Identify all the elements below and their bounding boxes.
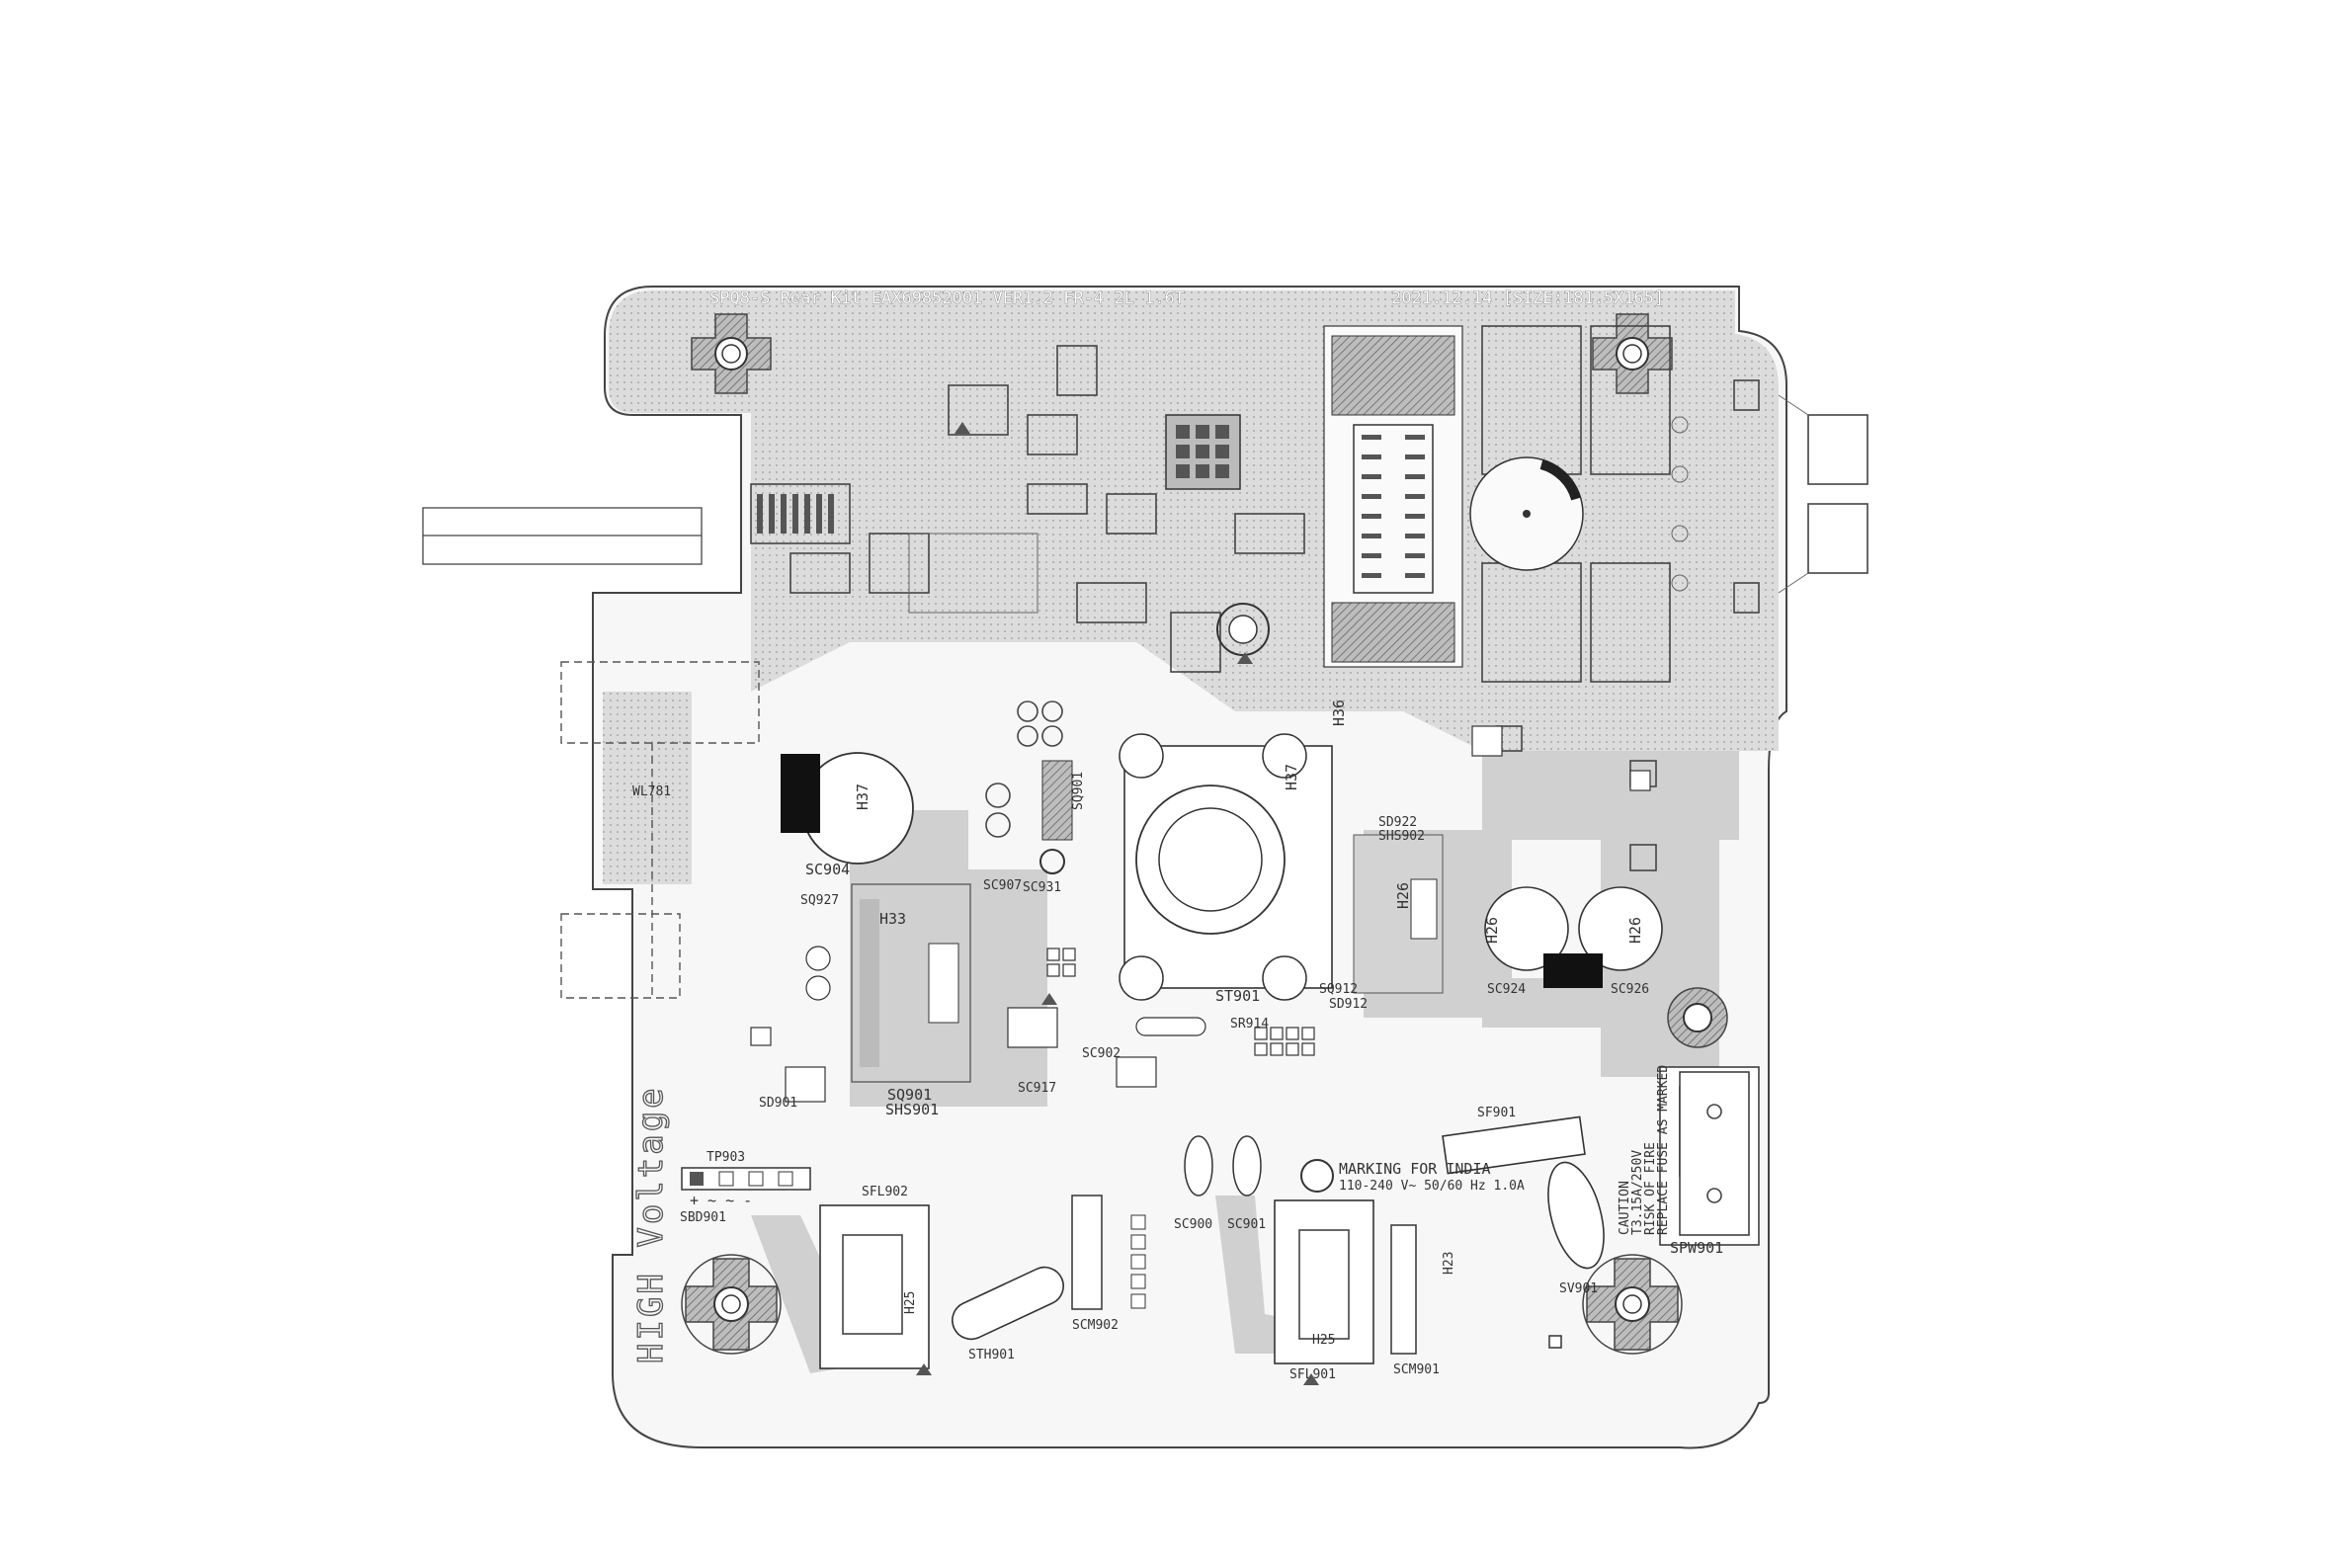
label-sc924: SC924 [1487,982,1526,997]
varistor-sv901: SV901 [1547,1161,1605,1296]
caution-fuse-rating: T3.15A/250V [1630,1150,1645,1235]
capacitor-sc904: H37 SC904 [781,752,914,878]
label-sc902: SC902 [1082,1046,1121,1061]
label-shs901: SHS901 [885,1101,939,1118]
label-sf901: SF901 [1477,1106,1516,1120]
label-h26b: H26 [1483,917,1501,944]
header-board-id: SPQ8-S Rear Kit EAX69852001 VER1.2 FR-4 … [709,289,1185,308]
line-filter-sfl901: H25 SFL901 [1274,1199,1374,1382]
label-sc900: SC900 [1174,1217,1212,1232]
label-sbd901-pins: + ~ ~ - [690,1192,752,1209]
label-st901: ST901 [1215,987,1260,1005]
label-h33: H33 [879,910,906,928]
label-scm901: SCM901 [1393,1362,1440,1377]
caution-risk: RISK OF FIRE [1643,1142,1658,1235]
line-filter-sfl902: SFL902 H25 [819,1185,930,1369]
label-sbd901: SBD901 [680,1210,726,1225]
left-dotted-strip [603,692,692,884]
label-h26a: H26 [1394,882,1412,909]
digital-ground-pour [609,290,1779,751]
label-sc931: SC931 [1023,880,1061,895]
header-board-date-size: 2021.12.14 [SIZE:181.5X165] [1391,289,1664,308]
bobbin-sq901: SQ901 [985,701,1086,874]
label-sq927: SQ927 [800,893,839,908]
label-sfl902: SFL902 [862,1185,908,1199]
label-spw901: SPW901 [1670,1239,1723,1257]
warning-triangles [916,422,1319,1385]
label-tp903: TP903 [706,1150,745,1165]
label-sr914: SR914 [1230,1017,1269,1032]
audio-amp-module [1323,325,1671,683]
label-sq912: SQ912 [1319,982,1358,997]
cutout-outline-upper [560,661,760,744]
label-h36: H36 [1330,700,1348,726]
label-sq901: SQ901 [887,1086,932,1104]
label-shs902: SHS902 [1378,829,1425,844]
label-sv901: SV901 [1559,1281,1598,1296]
label-scm902: SCM902 [1072,1318,1119,1333]
label-h23: H23 [1442,1252,1456,1275]
heatsink-shs901: H33 SQ901 SHS901 [851,883,971,1118]
capacitors-sc924-sc926: H26 H26 SC924 SC926 [1483,886,1663,997]
right-edge-jacks [1671,379,1868,614]
ic-cluster-top [869,345,1305,673]
caution-replace: REPLACE FUSE AS MARKED [1656,1065,1671,1235]
heatsink-shs902: SD922 SHS902 H26 [1353,815,1444,994]
thermistor-sth901: STH901 [952,1266,1064,1362]
mounting-hole-right-mid [1667,987,1728,1048]
label-sfl901: SFL901 [1289,1367,1336,1382]
label-sc904: SC904 [805,861,850,878]
label-sc926: SC926 [1611,982,1649,997]
label-h26c: H26 [1626,917,1644,944]
transformer-st901: H37 ST901 [1119,733,1333,1005]
capacitor-scm901: SCM901 H23 [1390,1224,1456,1377]
label-sc917: SC917 [1018,1081,1056,1096]
left-connector-row [750,483,851,594]
marking-rating: 110-240 V~ 50/60 Hz 1.0A [1339,1179,1525,1194]
caution-title: CAUTION [1618,1181,1632,1235]
label-h37a: H37 [854,784,872,810]
marking-title: MARKING FOR INDIA [1339,1160,1491,1178]
label-h25a: H25 [903,1291,918,1314]
label-wl781: WL781 [632,784,671,799]
cutout-outline-lower [560,913,681,999]
label-sc901: SC901 [1227,1217,1266,1232]
fiducial-bottom [1548,1335,1562,1349]
mounting-hole-top-right [1592,313,1673,394]
smd-components [750,725,1651,1103]
power-connector-spw901: SPW901 CAUTION T3.15A/250V RISK OF FIRE … [1618,1065,1750,1257]
label-sd922: SD922 [1378,815,1417,830]
capacitor-scm902: SCM902 [1071,1195,1146,1333]
high-voltage-warning: HIGH Voltage [631,1085,671,1363]
mounting-hole-bottom-right [1582,1254,1683,1355]
capacitors-sc900-sc901: SC900 SC901 [1174,1135,1266,1232]
mounting-hole-top-left [691,313,772,394]
label-sth901: STH901 [968,1348,1015,1362]
label-sd901: SD901 [759,1096,797,1111]
label-sc907: SC907 [983,878,1022,893]
mounting-hole-bottom-left [681,1254,782,1355]
toroid-small-core [1228,615,1258,644]
fuse-sf901: SF901 [1442,1106,1586,1175]
label-h37b: H37 [1283,764,1300,790]
safety-marking: MARKING FOR INDIA 110-240 V~ 50/60 Hz 1.… [1300,1159,1525,1194]
label-sd912: SD912 [1329,997,1368,1012]
label-h25b: H25 [1312,1333,1335,1348]
bridge-rectifier-sbd901: + ~ ~ - SBD901 [680,1167,811,1225]
svg-text:SQ901: SQ901 [1071,772,1086,810]
